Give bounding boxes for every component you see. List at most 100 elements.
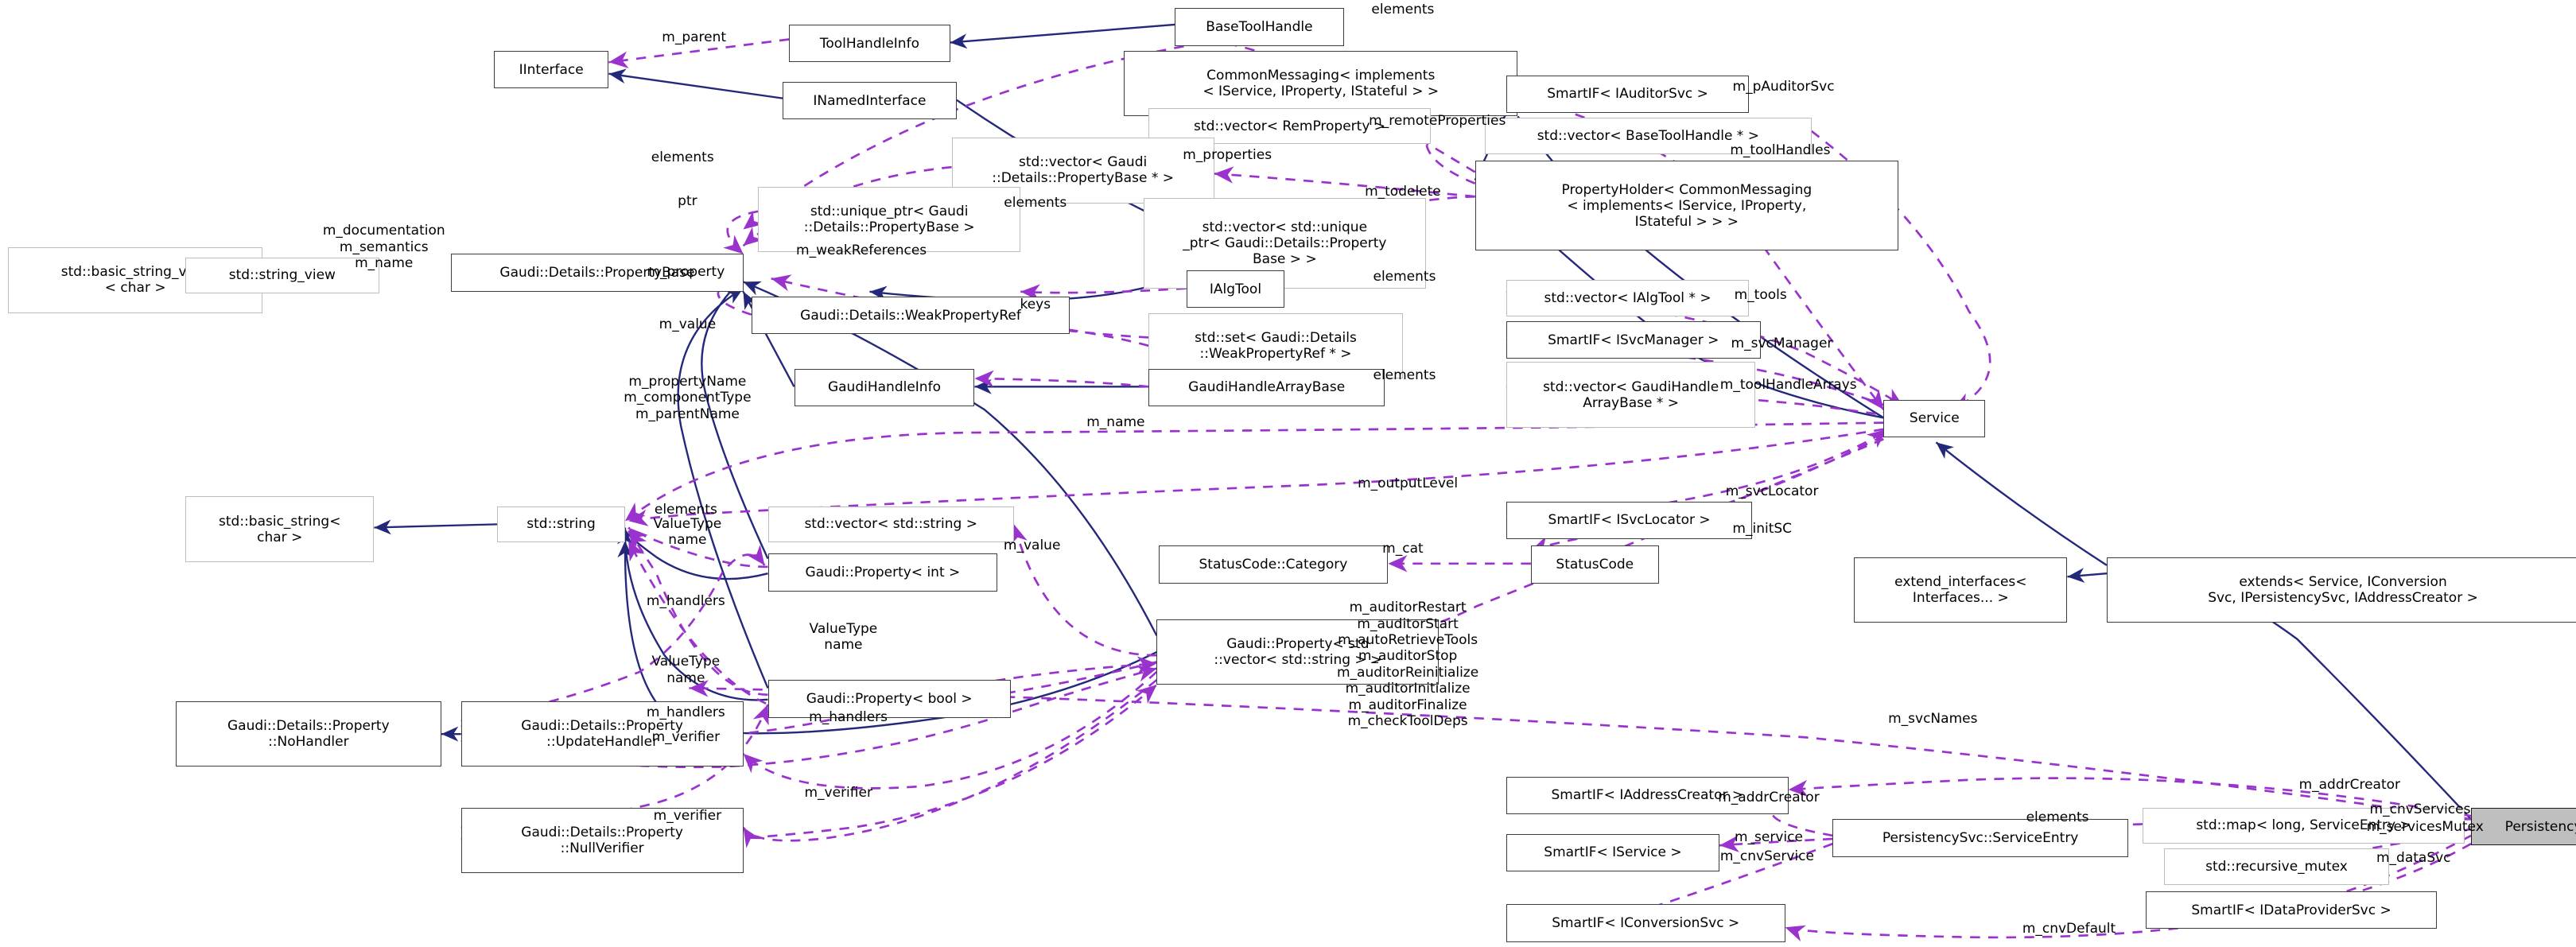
class-node-basic_string[interactable]: std::basic_string< char > bbox=[185, 496, 375, 562]
edge-label-el_m_todelete: m_todelete bbox=[1365, 183, 1441, 200]
edge-label-el_m_cnvservice: m_cnvService bbox=[1719, 848, 1814, 865]
edge-label-el_m_cnvdefault: m_cnvDefault bbox=[2022, 921, 2116, 937]
class-node-label: SmartIF< IAddressCreator > bbox=[1551, 787, 1744, 804]
edge-label-el_m_cnvservices: m_cnvServices bbox=[2369, 801, 2471, 817]
class-node-toolhandleinfo[interactable]: ToolHandleInfo bbox=[789, 24, 950, 63]
class-node-label: extends< Service, IConversion Svc, IPers… bbox=[2208, 573, 2478, 606]
class-node-label: std::vector< BaseToolHandle * > bbox=[1537, 128, 1759, 144]
class-node-extends_service[interactable]: extends< Service, IConversion Svc, IPers… bbox=[2106, 557, 2576, 623]
class-node-prop_int[interactable]: Gaudi::Property< int > bbox=[767, 553, 998, 592]
class-node-gaudihandleinfo[interactable]: GaudiHandleInfo bbox=[794, 368, 975, 406]
class-node-label: PropertyHolder< CommonMessaging < implem… bbox=[1561, 181, 1813, 230]
class-node-prop_vec_string[interactable]: Gaudi::Property< std ::vector< std::stri… bbox=[1156, 619, 1440, 685]
class-node-label: std::string_view bbox=[228, 267, 336, 284]
edge-label-el_m_svclocator: m_svcLocator bbox=[1725, 483, 1819, 499]
class-node-smartif_isvcmanager[interactable]: SmartIF< ISvcManager > bbox=[1506, 320, 1761, 359]
class-node-commonmessaging[interactable]: CommonMessaging< implements < IService, … bbox=[1124, 50, 1518, 117]
class-node-label: Gaudi::Details::Property ::NoHandler bbox=[227, 718, 390, 751]
class-node-prop_nohandler[interactable]: Gaudi::Details::Property ::NoHandler bbox=[175, 701, 441, 767]
class-node-smartif_iaddresscreator[interactable]: SmartIF< IAddressCreator > bbox=[1506, 776, 1789, 815]
class-node-label: Gaudi::Details::Property ::NullVerifier bbox=[521, 825, 683, 857]
edge-label-el_m_value_1: m_value bbox=[659, 316, 717, 332]
class-node-label: StatusCode::Category bbox=[1199, 556, 1348, 572]
edge-label-el_valuetype_name_3: ValueType name bbox=[651, 654, 721, 686]
class-node-label: std::recursive_mutex bbox=[2205, 859, 2348, 875]
edge-label-el_m_value_2: m_value bbox=[1003, 537, 1061, 553]
class-node-label: std::vector< GaudiHandle ArrayBase * > bbox=[1543, 378, 1719, 411]
class-node-label: Service bbox=[1909, 410, 1960, 427]
class-node-propertyholder[interactable]: PropertyHolder< CommonMessaging < implem… bbox=[1474, 160, 1898, 251]
class-node-string_view[interactable]: std::string_view bbox=[185, 257, 379, 293]
edge-label-el_m_svcmanager: m_svcManager bbox=[1731, 336, 1833, 352]
edge-label-el_m_svcnames: m_svcNames bbox=[1888, 711, 1978, 728]
class-node-smartif_isvclocator[interactable]: SmartIF< ISvcLocator > bbox=[1506, 501, 1753, 539]
class-node-label: INamedInterface bbox=[813, 92, 927, 109]
class-node-label: Gaudi::Details::PropertyBase bbox=[499, 265, 695, 281]
class-node-persistencysvc: PersistencySvc bbox=[2470, 807, 2576, 846]
class-node-label: std::set< Gaudi::Details ::WeakPropertyR… bbox=[1195, 329, 1357, 362]
class-node-inamedinterface[interactable]: INamedInterface bbox=[783, 82, 957, 120]
class-node-label: IInterface bbox=[519, 61, 584, 78]
class-node-smartif_iconversionsvc[interactable]: SmartIF< IConversionSvc > bbox=[1506, 904, 1785, 942]
class-node-statuscode_category[interactable]: StatusCode::Category bbox=[1158, 545, 1389, 584]
class-node-ialgtool[interactable]: IAlgTool bbox=[1186, 270, 1285, 309]
class-node-label: GaudiHandleInfo bbox=[827, 379, 941, 396]
edge-label-el_m_verifier_1: m_verifier bbox=[651, 728, 721, 745]
class-node-label: std::vector< std::unique _ptr< Gaudi::De… bbox=[1183, 219, 1387, 267]
class-node-set_weakpropertyref[interactable]: std::set< Gaudi::Details ::WeakPropertyR… bbox=[1148, 312, 1403, 378]
edge-label-el_m_toolhandlearrays: m_toolHandleArrays bbox=[1719, 376, 1857, 393]
class-node-propertybase[interactable]: Gaudi::Details::PropertyBase bbox=[451, 254, 744, 292]
edge-label-el_ptr: ptr bbox=[678, 193, 697, 210]
edge-label-el_m_handlers_2: m_handlers bbox=[646, 704, 725, 721]
class-node-basetoolhandle[interactable]: BaseToolHandle bbox=[1175, 8, 1344, 46]
class-node-uniqueptr_propertybase[interactable]: std::unique_ptr< Gaudi ::Details::Proper… bbox=[758, 186, 1021, 253]
class-node-label: Gaudi::Property< std ::vector< std::stri… bbox=[1214, 636, 1382, 669]
edge-label-el_m_service: m_service bbox=[1734, 829, 1803, 845]
class-node-label: PersistencySvc bbox=[2504, 818, 2576, 835]
edge-label-el_m_verifier_2: m_verifier bbox=[653, 807, 722, 824]
class-node-map_serviceentry[interactable]: std::map< long, ServiceEntry > bbox=[2143, 807, 2465, 844]
edge-label-el_elements_top: elements bbox=[1371, 2, 1435, 18]
class-node-label: SmartIF< IConversionSvc > bbox=[1552, 915, 1740, 932]
class-node-serviceentry[interactable]: PersistencySvc::ServiceEntry bbox=[1832, 819, 2128, 857]
edge-label-el_m_initsc: m_initSC bbox=[1732, 521, 1793, 538]
class-node-label: IAlgTool bbox=[1209, 281, 1262, 297]
edge-label-el_m_handlers_1: m_handlers bbox=[646, 592, 725, 609]
class-node-statuscode[interactable]: StatusCode bbox=[1530, 545, 1659, 584]
edge-label-el_valuetype_name_1: ValueType name bbox=[653, 516, 722, 549]
class-node-gaudihandlearraybase[interactable]: GaudiHandleArrayBase bbox=[1148, 368, 1385, 406]
class-node-std_string[interactable]: std::string bbox=[497, 506, 625, 543]
edge-label-el_elements_gh: elements bbox=[1373, 367, 1436, 383]
class-node-prop_nullverifier[interactable]: Gaudi::Details::Property ::NullVerifier bbox=[460, 807, 744, 874]
class-node-extend_interfaces[interactable]: extend_interfaces< Interfaces... > bbox=[1854, 557, 2068, 623]
edge-label-el_m_toolhandles: m_toolHandles bbox=[1730, 142, 1831, 159]
class-node-prop_updatehandler[interactable]: Gaudi::Details::Property ::UpdateHandler bbox=[460, 701, 744, 767]
class-node-vec_string[interactable]: std::vector< std::string > bbox=[767, 506, 1014, 543]
edge-label-el_m_properties: m_properties bbox=[1183, 147, 1272, 164]
edge-label-el_m_remoteproperties: m_remoteProperties bbox=[1369, 113, 1506, 130]
class-node-iinterface[interactable]: IInterface bbox=[493, 50, 609, 89]
class-node-label: SmartIF< IDataProviderSvc > bbox=[2191, 902, 2391, 918]
class-node-smartif_idataprovider[interactable]: SmartIF< IDataProviderSvc > bbox=[2146, 891, 2437, 930]
class-node-vec_basetoolhandle[interactable]: std::vector< BaseToolHandle * > bbox=[1485, 118, 1812, 154]
class-node-smartif_iservice[interactable]: SmartIF< IService > bbox=[1506, 833, 1720, 872]
edge-label-el_m_pauditorsvc: m_pAuditorSvc bbox=[1732, 78, 1835, 95]
class-node-vec_gaudihandlearray[interactable]: std::vector< GaudiHandle ArrayBase * > bbox=[1506, 362, 1756, 428]
edge-label-el_m_name: m_name bbox=[1086, 414, 1145, 431]
class-node-label: Gaudi::Property< bool > bbox=[806, 690, 973, 707]
class-node-smartif_iauditorsvc[interactable]: SmartIF< IAuditorSvc > bbox=[1506, 75, 1750, 114]
class-node-recursive_mutex[interactable]: std::recursive_mutex bbox=[2164, 848, 2389, 885]
class-node-service[interactable]: Service bbox=[1883, 399, 1986, 438]
edge-label-el_m_propertyname: m_propertyName m_componentType m_parentN… bbox=[624, 373, 752, 422]
class-node-prop_bool[interactable]: Gaudi::Property< bool > bbox=[767, 680, 1011, 718]
edge-label-el_auditor_block: m_auditorRestart m_auditorStart m_autoRe… bbox=[1337, 600, 1479, 729]
edge-label-el_m_cat: m_cat bbox=[1382, 540, 1424, 557]
class-node-weakpropertyref[interactable]: Gaudi::Details::WeakPropertyRef bbox=[751, 296, 1070, 335]
class-node-label: std::vector< IAlgTool * > bbox=[1544, 289, 1712, 306]
class-node-label: Gaudi::Details::WeakPropertyRef bbox=[800, 307, 1021, 324]
class-node-vec_ialgtool[interactable]: std::vector< IAlgTool * > bbox=[1506, 280, 1750, 316]
edge-label-el_m_parent: m_parent bbox=[662, 29, 727, 46]
edge-label-el_elements_map: elements bbox=[2026, 809, 2089, 825]
edge-label-el_m_servicesmutex: m_servicesMutex bbox=[2366, 819, 2484, 836]
